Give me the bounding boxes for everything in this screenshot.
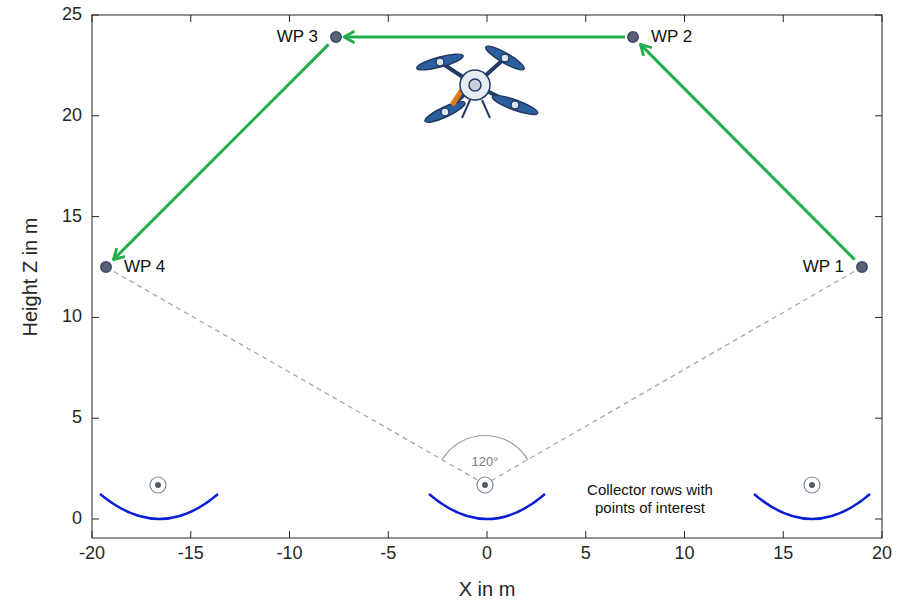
tick-mark <box>92 519 99 520</box>
tick-mark <box>190 531 191 538</box>
waypoint-dot <box>100 261 112 273</box>
x-tick-label: 0 <box>482 543 492 565</box>
flight-path-arrow <box>113 44 328 259</box>
tick-mark <box>684 15 685 22</box>
angle-label: 120° <box>472 454 499 470</box>
tick-mark <box>875 216 882 217</box>
tick-mark <box>882 531 883 538</box>
tick-mark <box>92 317 99 318</box>
tick-mark <box>92 216 99 217</box>
waypoint-marker: WP 3 <box>330 31 342 43</box>
tick-mark <box>487 15 488 22</box>
y-tick-label: 10 <box>62 307 82 329</box>
waypoint-marker: WP 1 <box>856 261 868 273</box>
flight-path-arrow <box>640 44 854 259</box>
y-tick-label: 5 <box>72 407 82 429</box>
tick-mark <box>585 15 586 22</box>
waypoint-marker: WP 2 <box>627 31 639 43</box>
x-tick-label: 15 <box>773 543 793 565</box>
waypoint-dot <box>856 261 868 273</box>
waypoint-label: WP 2 <box>651 27 692 47</box>
tick-mark <box>92 418 99 419</box>
axes-frame <box>92 15 882 538</box>
waypoint-dot <box>330 31 342 43</box>
tick-mark <box>875 519 882 520</box>
sight-line <box>106 267 481 482</box>
tick-mark <box>289 15 290 22</box>
tick-mark <box>92 115 99 116</box>
waypoint-dot <box>627 31 639 43</box>
collector-trough <box>100 494 218 519</box>
tick-mark <box>388 15 389 22</box>
waypoint-label: WP 1 <box>803 257 844 277</box>
y-tick-label: 15 <box>62 206 82 228</box>
collector-trough <box>429 494 545 519</box>
y-tick-label: 25 <box>62 4 82 26</box>
x-tick-label: -10 <box>276 543 302 565</box>
x-tick-label: 10 <box>674 543 694 565</box>
tick-mark <box>882 15 883 22</box>
points-of-interest <box>150 477 820 493</box>
tick-mark <box>875 418 882 419</box>
tick-mark <box>783 15 784 22</box>
y-tick-label: 20 <box>62 105 82 127</box>
x-tick-label: -15 <box>178 543 204 565</box>
x-tick-label: -20 <box>79 543 105 565</box>
collector-rows <box>100 494 870 519</box>
sight-line <box>489 267 862 482</box>
tick-mark <box>875 115 882 116</box>
collector-trough <box>754 494 870 519</box>
flight-path-arrow <box>344 36 625 39</box>
tick-mark <box>487 531 488 538</box>
tick-mark <box>783 531 784 538</box>
x-tick-label: 20 <box>872 543 892 565</box>
tick-mark <box>585 531 586 538</box>
tick-mark <box>190 15 191 22</box>
tick-mark <box>875 15 882 16</box>
tick-mark <box>92 531 93 538</box>
tick-mark <box>92 15 99 16</box>
tick-mark <box>875 317 882 318</box>
waypoint-label: WP 4 <box>124 257 165 277</box>
waypoint-label: WP 3 <box>277 27 318 47</box>
y-tick-label: 0 <box>72 508 82 530</box>
x-tick-label: -5 <box>380 543 396 565</box>
axis-ticks <box>92 15 882 538</box>
x-tick-label: 5 <box>581 543 591 565</box>
tick-mark <box>289 531 290 538</box>
waypoint-marker: WP 4 <box>100 261 112 273</box>
collector-note: Collector rows with points of interest <box>568 481 733 517</box>
drone-illustration <box>416 43 540 126</box>
x-axis-title: X in m <box>459 577 516 601</box>
y-axis-title: Height Z in m <box>18 218 42 337</box>
tick-mark <box>388 531 389 538</box>
tick-mark <box>684 531 685 538</box>
tick-mark <box>92 15 93 22</box>
